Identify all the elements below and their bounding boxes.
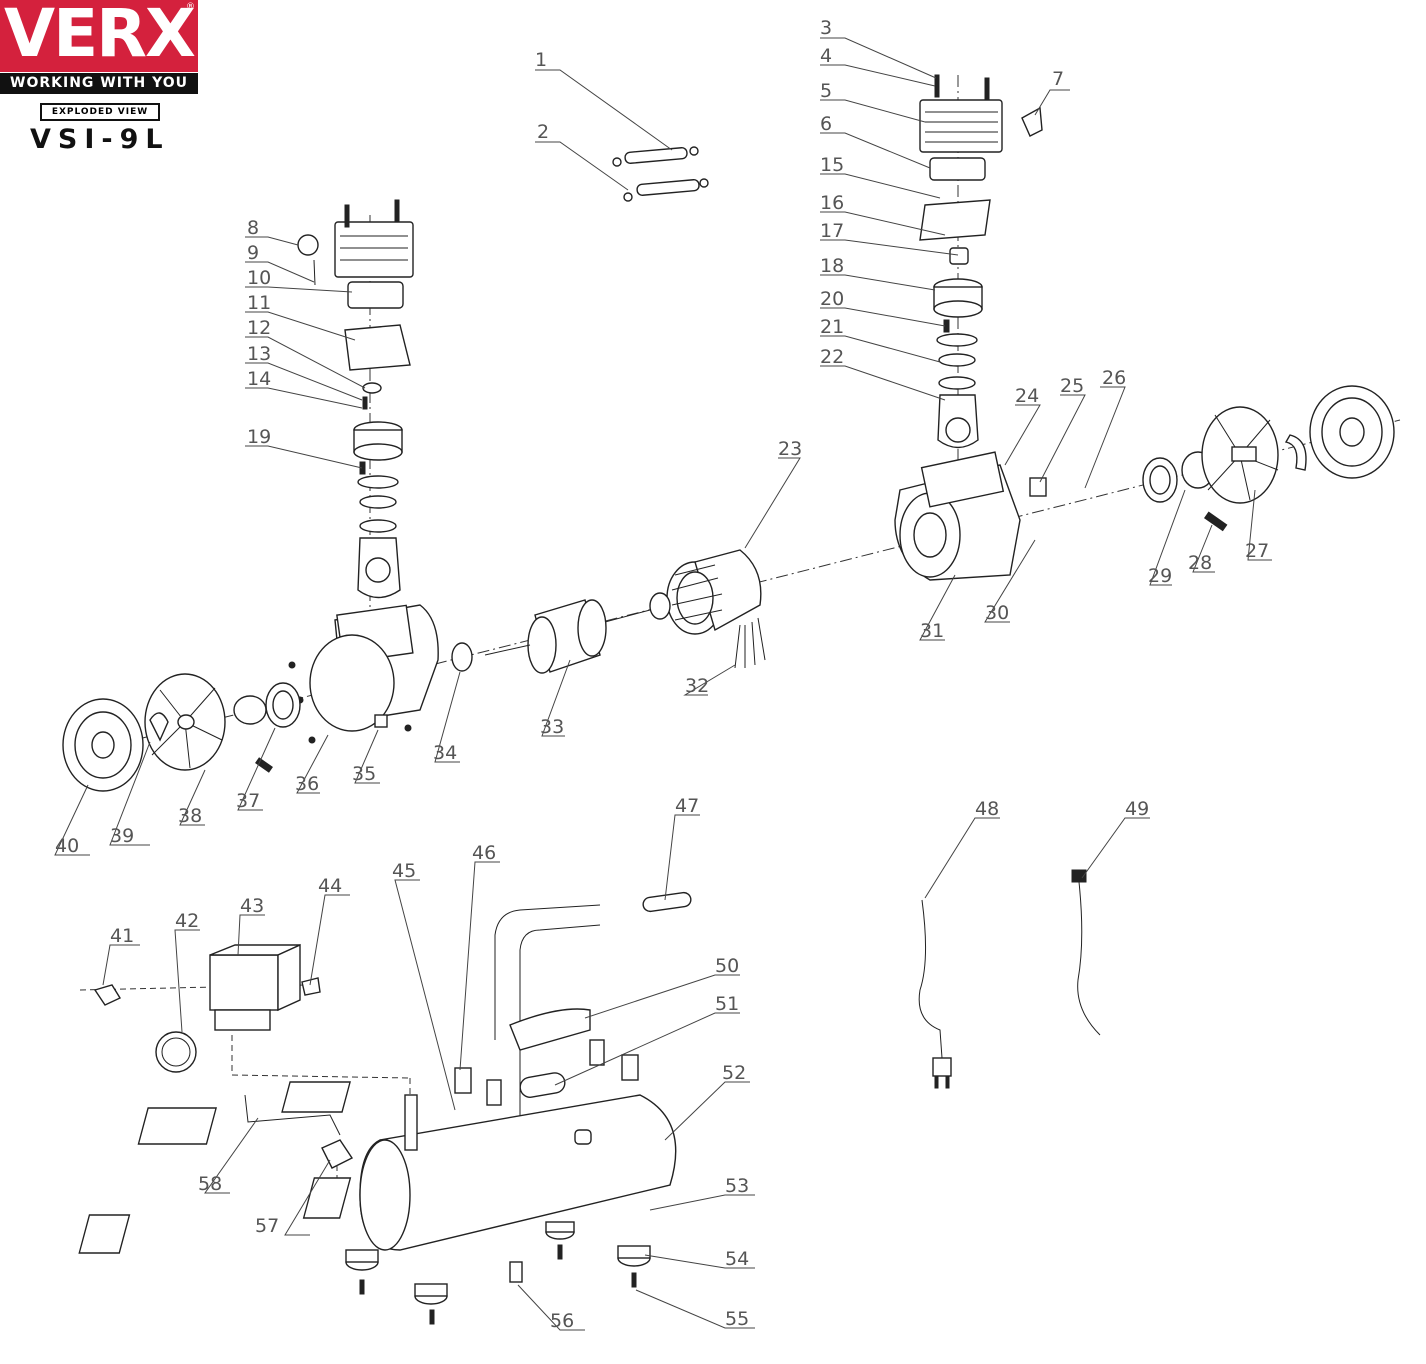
callout-40: 40 (55, 835, 79, 857)
registered-mark: ® (186, 2, 195, 12)
callout-6: 6 (820, 113, 832, 135)
callout-49: 49 (1125, 798, 1149, 820)
callout-36: 36 (295, 773, 319, 795)
stator (649, 549, 766, 669)
callout-39: 39 (110, 825, 134, 847)
callout-numbers: 1 2 3 4 5 6 7 8 9 10 11 12 13 14 15 16 1… (55, 17, 1269, 1332)
callout-19: 19 (247, 426, 271, 448)
air-hose (1071, 869, 1101, 1036)
callout-15: 15 (820, 154, 844, 176)
callout-10: 10 (247, 267, 271, 289)
callout-54: 54 (725, 1248, 749, 1270)
callout-50: 50 (715, 955, 739, 977)
callout-42: 42 (175, 910, 199, 932)
callout-27: 27 (1245, 540, 1269, 562)
callout-53: 53 (725, 1175, 749, 1197)
callout-45: 45 (392, 860, 416, 882)
callout-25: 25 (1060, 375, 1084, 397)
callout-56: 56 (550, 1310, 574, 1332)
air-tank (78, 891, 692, 1325)
tagline: WORKING WITH YOU (0, 73, 198, 94)
verx-logo: VERX ® (0, 0, 198, 72)
callout-22: 22 (820, 346, 844, 368)
callout-18: 18 (820, 255, 844, 277)
callout-57: 57 (255, 1215, 279, 1237)
callout-48: 48 (975, 798, 999, 820)
model-name: VSI-9L (30, 124, 170, 155)
callout-2: 2 (537, 121, 549, 143)
callout-58: 58 (198, 1173, 222, 1195)
callout-30: 30 (985, 602, 1009, 624)
callout-29: 29 (1148, 565, 1172, 587)
leader-lines (54, 37, 1272, 1331)
callout-51: 51 (715, 993, 739, 1015)
callout-17: 17 (820, 220, 844, 242)
callout-38: 38 (178, 805, 202, 827)
callout-52: 52 (722, 1062, 746, 1084)
callout-55: 55 (725, 1308, 749, 1330)
bearing-34 (451, 642, 473, 672)
transfer-tubes (612, 146, 709, 202)
left-fan-assembly (62, 673, 301, 792)
callout-24: 24 (1015, 385, 1039, 407)
callout-26: 26 (1102, 367, 1126, 389)
callout-47: 47 (675, 795, 699, 817)
callout-11: 11 (247, 292, 271, 314)
callout-3: 3 (820, 17, 832, 39)
callout-31: 31 (920, 620, 944, 642)
callout-41: 41 (110, 925, 134, 947)
left-cylinder-head (297, 199, 414, 599)
callout-34: 34 (433, 742, 457, 764)
brand-block: VERX ® WORKING WITH YOU EXPLODED VIEW VS… (0, 0, 200, 160)
callout-20: 20 (820, 288, 844, 310)
logo-text: VERX (4, 0, 196, 72)
right-cylinder-head (919, 74, 1043, 449)
left-crankcase (288, 604, 439, 744)
callout-9: 9 (247, 242, 259, 264)
callout-43: 43 (240, 895, 264, 917)
callout-14: 14 (247, 368, 271, 390)
callout-13: 13 (247, 343, 271, 365)
callout-16: 16 (820, 192, 844, 214)
callout-1: 1 (535, 49, 547, 71)
callout-33: 33 (540, 716, 564, 738)
callout-37: 37 (236, 790, 260, 812)
callout-12: 12 (247, 317, 271, 339)
right-fan-assembly (1142, 385, 1395, 532)
callout-4: 4 (820, 45, 832, 67)
callout-28: 28 (1188, 552, 1212, 574)
pressure-switch-assembly (79, 943, 411, 1098)
rotor (484, 599, 651, 674)
right-crankcase (894, 451, 1047, 581)
exploded-view-badge: EXPLODED VIEW (40, 103, 160, 121)
callout-8: 8 (247, 217, 259, 239)
callout-32: 32 (685, 675, 709, 697)
callout-23: 23 (778, 438, 802, 460)
power-cord (918, 899, 952, 1089)
callout-7: 7 (1052, 68, 1064, 90)
callout-44: 44 (318, 875, 342, 897)
callout-21: 21 (820, 316, 844, 338)
callout-5: 5 (820, 80, 832, 102)
callout-46: 46 (472, 842, 496, 864)
callout-35: 35 (352, 763, 376, 785)
